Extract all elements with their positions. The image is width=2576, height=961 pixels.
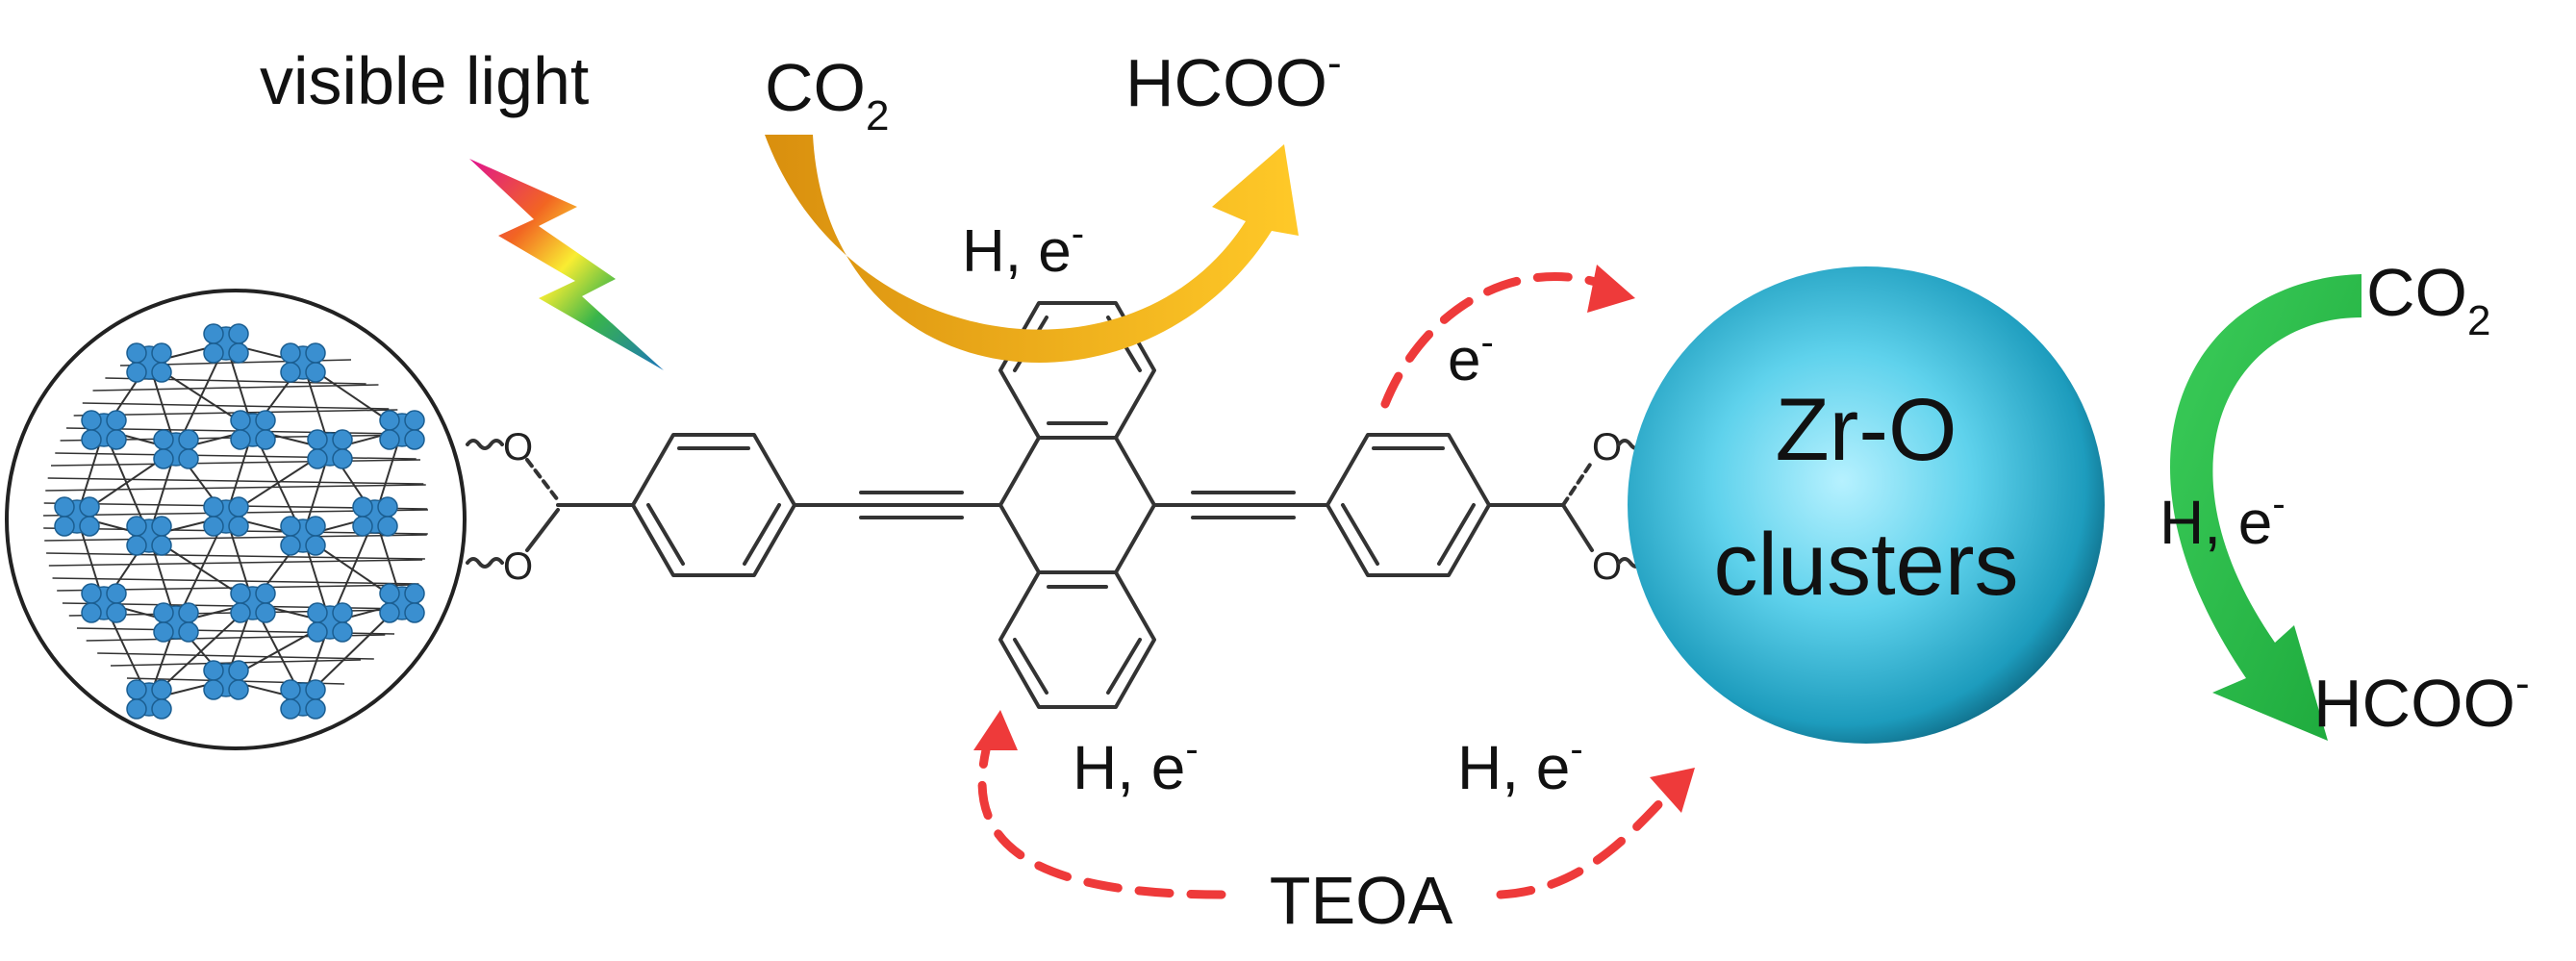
wavy-bond-left-top: [466, 439, 504, 450]
he-bottom-left-label: H, e-: [1073, 728, 1199, 802]
carboxylate-right: O O: [1487, 426, 1622, 588]
co2-right-label: CO2: [2366, 255, 2490, 344]
mof-zr-nodes: [54, 323, 425, 720]
mof-node: [280, 679, 326, 720]
mof-linker-line: [97, 652, 374, 660]
mof-linker-line: [50, 459, 421, 467]
mof-linker-line: [92, 384, 379, 392]
hcoo-top-label: HCOO-: [1125, 39, 1342, 120]
he-bottom-right-label: H, e-: [1457, 728, 1583, 802]
mof-node: [379, 583, 425, 623]
mof-node: [280, 516, 326, 556]
mof-node: [126, 516, 172, 556]
oxygen-label: O: [1592, 545, 1622, 588]
mof-node: [54, 496, 100, 537]
mof-node: [126, 679, 172, 720]
visible-light-label: visible light: [260, 43, 589, 118]
mof-node: [153, 602, 199, 643]
anthracene-core: [998, 301, 1156, 709]
benzene-ring-left: [631, 433, 796, 577]
teoa-to-linker-arrow: [973, 710, 1226, 899]
benzene-ring-right: [1326, 433, 1491, 577]
mof-node: [203, 323, 249, 364]
hcoo-right-label: HCOO-: [2313, 660, 2530, 741]
carboxylate-left: O O: [503, 426, 635, 588]
top-reaction-arrow: [765, 135, 1299, 363]
mof-node: [81, 410, 127, 450]
he-top-label: H, e-: [962, 213, 1084, 285]
cluster-sphere: [1628, 266, 2105, 744]
mof-linker-line: [48, 559, 423, 567]
e-minus-label: e-: [1448, 321, 1494, 393]
mof-linker-line: [52, 577, 419, 585]
alkyne-right: [1152, 491, 1329, 519]
teoa-to-cluster-arrow: [1496, 768, 1695, 899]
mof-node: [203, 496, 249, 537]
mof-node: [230, 410, 276, 450]
oxygen-label: O: [503, 545, 533, 588]
mof-node: [230, 583, 276, 623]
visible-light-bolt-icon: [469, 159, 664, 370]
mof-node: [307, 429, 353, 469]
mof-node: [126, 342, 172, 383]
mof-linker-line: [55, 452, 417, 460]
alkyne-left: [793, 491, 1002, 519]
zr-o-cluster-sphere: Zr-O clusters: [1628, 266, 2105, 744]
he-right-label: H, e-: [2159, 483, 2286, 557]
teoa-label: TEOA: [1270, 863, 1453, 938]
mof-linker-line: [47, 477, 424, 485]
mof-node: [81, 583, 127, 623]
mof-node: [203, 660, 249, 700]
mof-linker-line: [46, 552, 425, 560]
mof-linker-line: [45, 484, 426, 492]
cluster-label-line1: Zr-O: [1775, 381, 1957, 479]
cluster-label-line2: clusters: [1714, 516, 2019, 614]
mof-node: [379, 410, 425, 450]
mof-node: [307, 602, 353, 643]
mof-linker-line: [82, 402, 390, 410]
co2-top-label: CO2: [765, 50, 889, 139]
wavy-bond-left-bottom: [466, 557, 504, 569]
mof-node: [280, 342, 326, 383]
electron-transfer-arrow: [1380, 265, 1635, 409]
mof-node: [352, 496, 398, 537]
mof-node: [153, 429, 199, 469]
oxygen-label: O: [1592, 426, 1622, 468]
right-reaction-arrow: [2170, 274, 2361, 741]
mof-crystal: [5, 289, 467, 750]
